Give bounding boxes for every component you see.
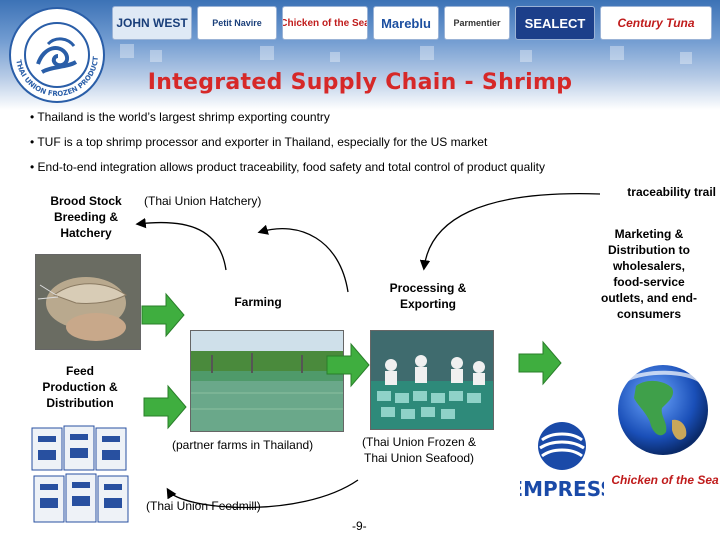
processing-plant-photo (370, 330, 494, 430)
processing-label: Processing & Exporting (389, 281, 467, 311)
brand-logo-sealect: SEALECT (515, 6, 595, 40)
brand-logo-century-tuna: Century Tuna (600, 6, 712, 40)
globe-icon (618, 365, 708, 455)
traceability-label: traceability trail (627, 185, 716, 199)
feed-bags-photo (30, 422, 130, 526)
green-arrow-1 (141, 292, 185, 338)
marketing-label: Marketing & Distribution to wholesalers,… (601, 227, 697, 321)
green-arrow-3 (326, 342, 370, 388)
header-band: THAI UNION FROZEN PRODUCTS PCL JOHN WEST… (0, 0, 720, 110)
hatchery-note: (Thai Union Hatchery) (144, 194, 262, 208)
farming-label: Farming (234, 295, 282, 309)
bullet-1: • Thailand is the world’s largest shrimp… (30, 110, 330, 124)
processing-note: (Thai Union Frozen & Thai Union Seafood) (362, 435, 477, 465)
bullet-3: • End-to-end integration allows product … (30, 160, 545, 174)
brand-logo-petit-navire: Petit Navire (197, 6, 277, 40)
page-number: -9- (352, 519, 367, 533)
shrimp-photo (35, 254, 141, 350)
svg-text:EMPRESS: EMPRESS (520, 477, 604, 501)
thai-union-logo: THAI UNION FROZEN PRODUCTS PCL (8, 6, 105, 103)
green-arrow-4 (518, 340, 562, 386)
page-title: Integrated Supply Chain - Shrimp (147, 70, 573, 95)
partner-farms-note: (partner farms in Thailand) (172, 438, 314, 452)
green-arrow-2 (143, 384, 187, 430)
feed-label: Feed Production & Distribution (42, 364, 118, 410)
brood-stock-label: Brood Stock Breeding & Hatchery (50, 194, 122, 240)
traceability-arrow-1 (419, 192, 601, 271)
empress-logo: EMPRESS (520, 422, 604, 501)
traceability-arrow-3 (135, 217, 227, 271)
shrimp-farm-photo (190, 330, 344, 432)
brand-logo-parmentier: Parmentier (444, 6, 510, 40)
brand-logo-mareblu: Mareblu (373, 6, 439, 40)
chicken-of-the-sea-logo: Chicken of the Sea (611, 473, 719, 487)
traceability-arrow-4 (166, 479, 359, 509)
brand-logo-chicken-of-the-sea: Chicken of the Sea (282, 6, 368, 40)
brand-logo-john-west: JOHN WEST (112, 6, 192, 40)
bullet-2: • TUF is a top shrimp processor and expo… (30, 135, 488, 149)
feedmill-note: (Thai Union Feedmill) (146, 499, 261, 513)
traceability-arrow-2 (257, 224, 349, 293)
